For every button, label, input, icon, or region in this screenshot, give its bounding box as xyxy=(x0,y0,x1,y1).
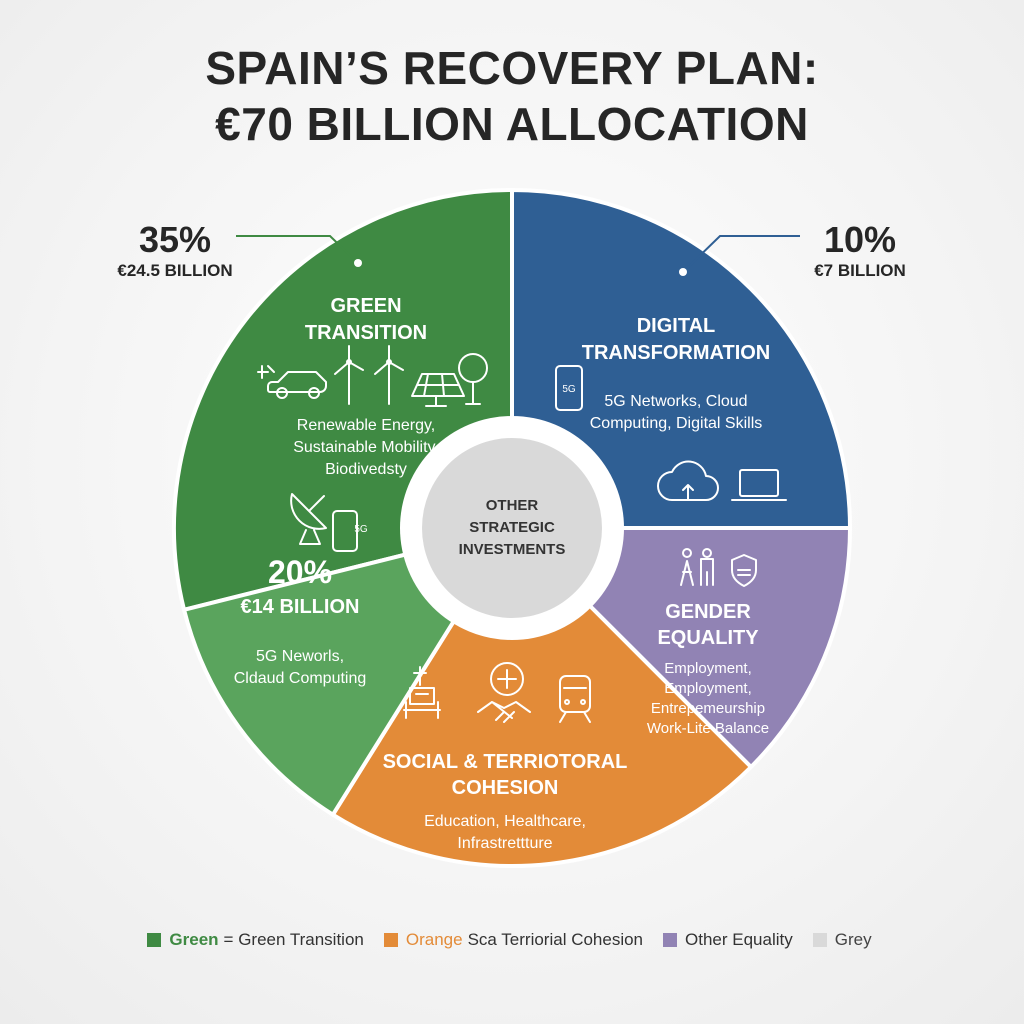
leader-line-green xyxy=(236,235,359,264)
center-label-2: INVESTMENTS xyxy=(459,541,566,558)
slice-gender-equality-label-0: GENDER xyxy=(665,601,751,623)
people-icon xyxy=(680,548,714,586)
center-hole: OTHER STRATEGIC INVESTMENTS xyxy=(400,416,624,640)
slice-icons: 5G 5G xyxy=(257,345,787,723)
slice-gender-equality-description-0: Employment, xyxy=(664,660,752,677)
slice-labels: GREEN TRANSITION Renewable Energy, Sustaina… xyxy=(234,295,771,852)
slice-digital-transformation-description-1: Computing, Digital Skills xyxy=(590,415,763,432)
legend-item-purple: Other Equality xyxy=(663,930,793,950)
leader-line-blue xyxy=(682,235,800,273)
phone-5g-icon-2: 5G xyxy=(332,510,368,552)
legend-swatch-grey xyxy=(812,933,827,947)
callout-leaders xyxy=(236,235,800,276)
train-icon xyxy=(559,675,591,723)
legend-key-orange: Orange xyxy=(405,930,463,949)
laptop-icon xyxy=(731,469,787,501)
slice-social-territorial-cohesion-description-0: Education, Healthcare, xyxy=(424,813,586,830)
handshake-icon xyxy=(477,701,531,723)
slice-green-transition-description-0: Renewable Energy, xyxy=(297,417,435,434)
hospital-icon xyxy=(403,666,441,719)
satellite-dish-icon xyxy=(290,493,327,545)
solar-panel-icon xyxy=(411,373,465,407)
cloud-upload-icon xyxy=(657,460,719,501)
callout-digital-amount: €7 BILLION xyxy=(814,261,906,280)
slice-gender-equality-description-2: Entrepemeurship xyxy=(651,700,765,717)
legend-text-purple: Other Equality xyxy=(685,930,793,949)
legend-key-green: Green xyxy=(169,930,219,949)
slice-digital-transformation-description-0: 5G Networks, Cloud xyxy=(604,393,747,410)
legend-item-green: Green = Green Transition xyxy=(147,930,364,950)
phone-5g-icon: 5G xyxy=(555,365,583,411)
slice-social-territorial-cohesion-description-1: Infrastrettture xyxy=(457,835,552,852)
slice-digital-transformation-label-0: DIGITAL xyxy=(637,315,716,337)
callout-digital-transformation: 10% €7 BILLION xyxy=(790,220,930,282)
legend-text-orange: Sca Terriorial Cohesion xyxy=(467,930,644,949)
center-label-1: STRATEGIC xyxy=(469,519,555,536)
slice-green-20-label-0: 20% xyxy=(268,554,332,590)
slice-green-transition-label-1: TRANSITION xyxy=(305,322,427,344)
wind-turbine-icon-2 xyxy=(374,345,404,405)
slice-green-20-description-0: 5G Neworls, xyxy=(256,648,344,665)
callout-green-pct: 35% xyxy=(138,219,212,260)
slice-green-20-label-1: €14 BILLION xyxy=(241,596,360,618)
chart-title: SPAIN’S RECOVERY PLAN: €70 BILLION ALLOC… xyxy=(0,40,1024,152)
callout-digital-pct: 10% xyxy=(823,219,897,260)
slice-gender-equality-description-3: Work-Lite Balance xyxy=(647,720,769,737)
legend-swatch-orange xyxy=(383,933,398,947)
leader-dot-blue xyxy=(679,268,687,276)
slice-digital-transformation-label-1: TRANSFORMATION xyxy=(582,342,771,364)
slice-social-territorial-cohesion-label-1: COHESION xyxy=(452,777,559,799)
shield-icon xyxy=(731,554,757,587)
legend-swatch-purple xyxy=(663,933,678,947)
legend-key-grey: Grey xyxy=(834,930,872,949)
slice-digital-transformation xyxy=(510,187,853,530)
legend-text-green: = Green Transition xyxy=(223,930,364,949)
callout-green-transition: 35% €24.5 BILLION xyxy=(100,220,250,282)
slice-gender-equality-label-1: EQUALITY xyxy=(657,627,759,649)
car-charging-icon xyxy=(257,365,327,399)
slice-gender-equality-description-1: Employment, xyxy=(664,680,752,697)
leader-dot-green xyxy=(354,259,362,267)
legend-item-grey: Grey xyxy=(812,930,877,950)
legend-swatch-green xyxy=(147,933,162,947)
callout-green-amount: €24.5 BILLION xyxy=(117,261,233,280)
chart-title-line-1: SPAIN’S RECOVERY PLAN: xyxy=(205,42,819,94)
wind-turbine-icon xyxy=(334,345,364,405)
center-label-0: OTHER xyxy=(486,497,539,514)
slice-green-transition-description-1: Sustainable Mobility, xyxy=(293,439,439,456)
svg-text:5G: 5G xyxy=(562,384,576,395)
slice-social-territorial-cohesion xyxy=(330,524,754,868)
legend: Green = Green Transition Orange Sca Terr… xyxy=(0,930,1024,950)
slice-green-transition-label-0: GREEN xyxy=(330,295,401,317)
legend-item-orange: Orange Sca Terriorial Cohesion xyxy=(383,930,644,950)
tree-icon xyxy=(458,353,488,405)
slice-green-transition-description-2: Biodivedsty xyxy=(325,461,407,478)
chart-title-line-2: €70 BILLION ALLOCATION xyxy=(215,98,809,150)
slice-green-20-description-1: Cldaud Computing xyxy=(234,670,367,687)
svg-text:5G: 5G xyxy=(354,524,368,535)
center-hole-fill xyxy=(422,438,602,618)
slice-social-territorial-cohesion-label-0: SOCIAL & TERRIOTORAL xyxy=(383,751,628,773)
medical-cross-icon xyxy=(490,662,524,696)
